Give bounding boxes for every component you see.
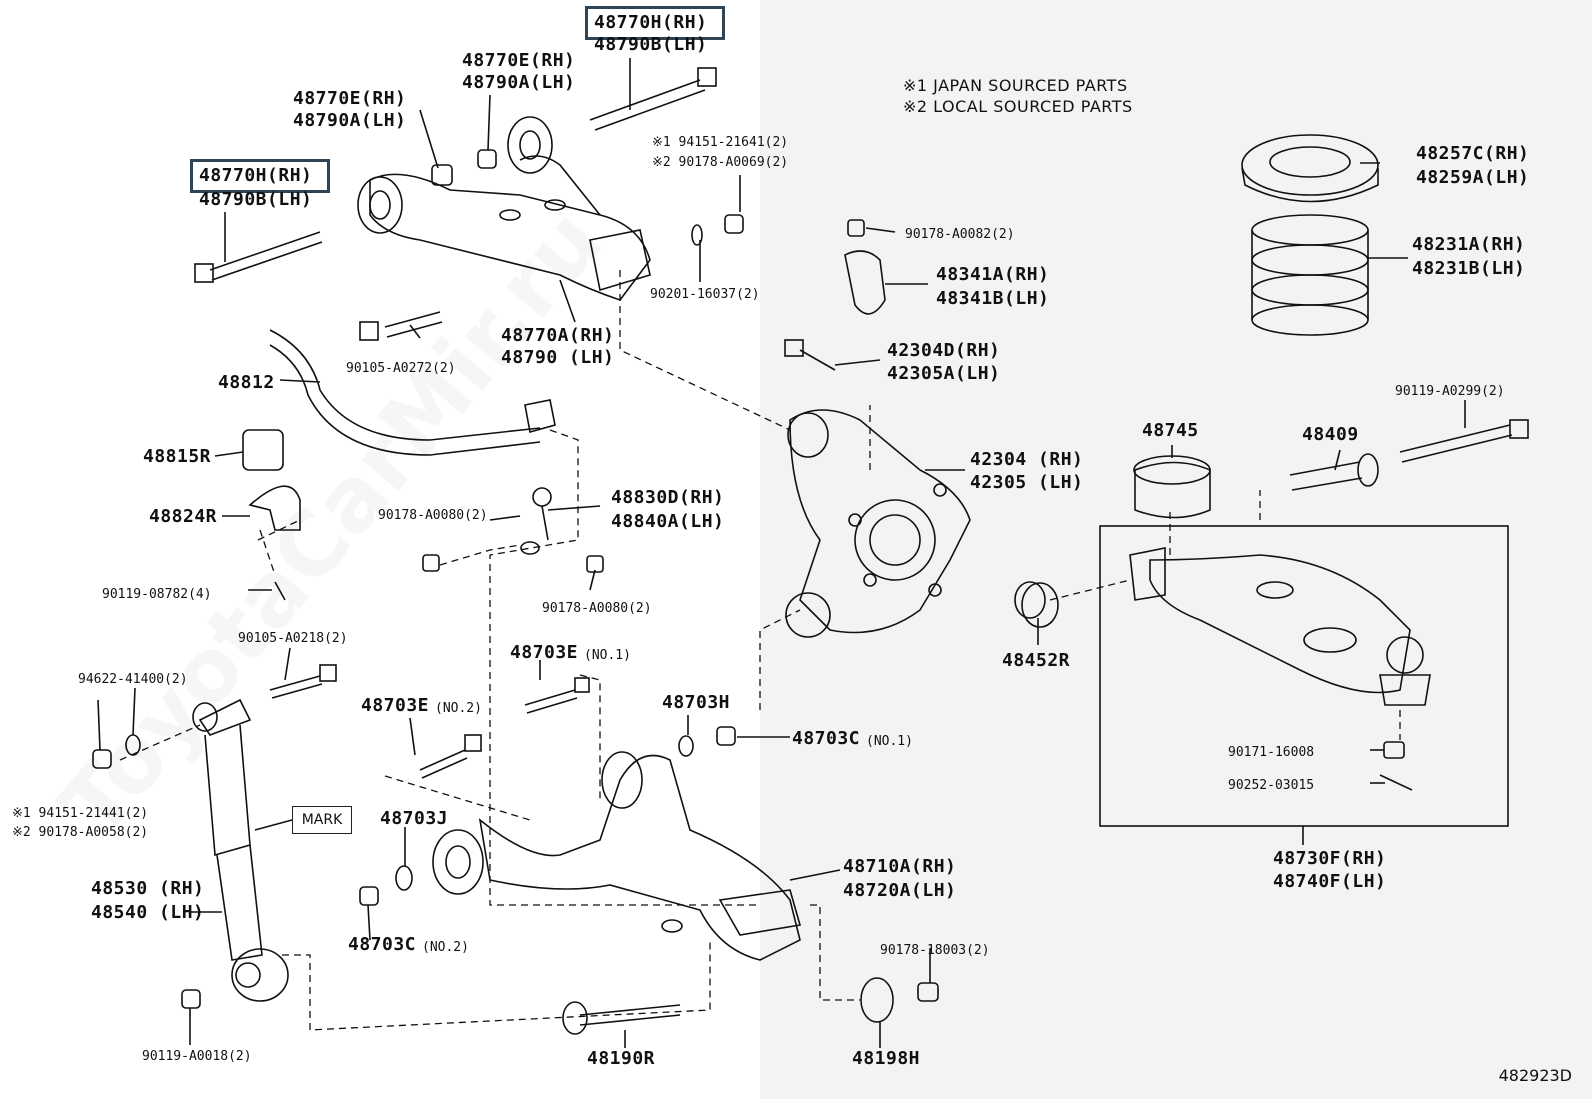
part-label-90105-a0218[interactable]: 90105-A0218(2) <box>238 631 348 646</box>
part-label-94622-41400[interactable]: 94622-41400(2) <box>78 672 188 687</box>
mark-callout: MARK <box>292 806 352 834</box>
part-label-48703h[interactable]: 48703H <box>662 692 731 713</box>
part-label-90178-a0082[interactable]: 90178-A0082(2) <box>905 227 1015 242</box>
part-label-90252-03015[interactable]: 90252-03015 <box>1228 778 1315 793</box>
note-local-sourced: ※2 LOCAL SOURCED PARTS <box>903 97 1133 116</box>
lower-arm-drawing <box>1014 455 1509 827</box>
part-label-48730f[interactable]: 48730F(RH) <box>1273 848 1387 869</box>
part-label-48770h-left[interactable]: 48770H(RH) <box>199 165 313 186</box>
part-label-48770a[interactable]: 48770A(RH) <box>501 325 615 346</box>
leader-lines <box>97 58 1466 1048</box>
nut-drawings <box>92 149 1413 1009</box>
part-label-90178-a0069[interactable]: ※2 90178-A0069(2) <box>652 155 789 170</box>
part-label-90119-a0299[interactable]: 90119-A0299(2) <box>1395 384 1505 399</box>
bolt-drawings-upper <box>194 67 1529 1035</box>
part-label-48770h-top[interactable]: 48770H(RH) <box>594 12 708 33</box>
part-label-48720a[interactable]: 48720A(LH) <box>843 880 957 901</box>
part-label-48198h[interactable]: 48198H <box>852 1048 921 1069</box>
part-label-48257c[interactable]: 48257C(RH) <box>1416 143 1530 164</box>
dashed-guides <box>119 270 1401 1031</box>
highlight-box-top <box>585 6 725 40</box>
part-label-48190r[interactable]: 48190R <box>587 1048 656 1069</box>
part-label-48840a[interactable]: 48840A(LH) <box>611 511 725 532</box>
part-label-48341a[interactable]: 48341A(RH) <box>936 264 1050 285</box>
part-label-94151-21641[interactable]: ※1 94151-21641(2) <box>652 135 789 150</box>
part-label-48815r[interactable]: 48815R <box>143 446 212 467</box>
part-label-90105-a0272[interactable]: 90105-A0272(2) <box>346 361 456 376</box>
part-label-42304[interactable]: 42304 (RH) <box>970 449 1084 470</box>
part-label-90171-16008[interactable]: 90171-16008 <box>1228 745 1315 760</box>
part-label-48703c-no2-sub: (NO.2) <box>422 940 469 955</box>
part-label-48703j[interactable]: 48703J <box>380 808 449 829</box>
upper-arm-drawing <box>357 116 651 301</box>
part-label-48703c-no1-sub: (NO.1) <box>866 734 913 749</box>
part-label-42305[interactable]: 42305 (LH) <box>970 472 1084 493</box>
part-label-48790b-top[interactable]: 48790B(LH) <box>594 34 708 55</box>
note-japan-sourced: ※1 JAPAN SOURCED PARTS <box>903 76 1128 95</box>
part-label-90178-a0080-b[interactable]: 90178-A0080(2) <box>542 601 652 616</box>
part-label-48830d[interactable]: 48830D(RH) <box>611 487 725 508</box>
part-label-48231b[interactable]: 48231B(LH) <box>1412 258 1526 279</box>
knuckle-drawing <box>785 250 971 638</box>
diagram-code: 482923D <box>1498 1066 1572 1085</box>
part-label-48770e-a[interactable]: 48770E(RH) <box>462 50 576 71</box>
part-label-48703e-no2-sub: (NO.2) <box>435 701 482 716</box>
part-label-48259a[interactable]: 48259A(LH) <box>1416 167 1530 188</box>
part-label-90119-08782[interactable]: 90119-08782(4) <box>102 587 212 602</box>
part-label-48703e-no2[interactable]: 48703E <box>361 695 430 716</box>
part-label-90201-16037[interactable]: 90201-16037(2) <box>650 287 760 302</box>
part-label-48770e-b[interactable]: 48770E(RH) <box>293 88 407 109</box>
part-label-90119-a0018[interactable]: 90119-A0018(2) <box>142 1049 252 1064</box>
part-label-48790[interactable]: 48790 (LH) <box>501 347 615 368</box>
part-label-48790a-a[interactable]: 48790A(LH) <box>462 72 576 93</box>
stabilizer-drawing <box>242 329 556 601</box>
part-label-48530[interactable]: 48530 (RH) <box>91 878 205 899</box>
spring-drawing <box>1241 134 1379 336</box>
part-label-48790a-b[interactable]: 48790A(LH) <box>293 110 407 131</box>
part-label-48703e-no1[interactable]: 48703E <box>510 642 579 663</box>
part-label-42305a[interactable]: 42305A(LH) <box>887 363 1001 384</box>
highlight-box-left <box>190 159 330 193</box>
part-label-48790b-left[interactable]: 48790B(LH) <box>199 189 313 210</box>
part-label-48540[interactable]: 48540 (LH) <box>91 902 205 923</box>
lower-control-arm-drawing <box>432 751 894 1023</box>
part-label-48341b[interactable]: 48341B(LH) <box>936 288 1050 309</box>
part-label-48409[interactable]: 48409 <box>1302 424 1359 445</box>
shock-absorber-drawing <box>192 698 289 1002</box>
part-label-48812[interactable]: 48812 <box>218 372 275 393</box>
part-label-94151-21441[interactable]: ※1 94151-21441(2) <box>12 806 149 821</box>
part-label-90178-a0058[interactable]: ※2 90178-A0058(2) <box>12 825 149 840</box>
part-label-90178-18003[interactable]: 90178-18003(2) <box>880 943 990 958</box>
part-label-48740f[interactable]: 48740F(LH) <box>1273 871 1387 892</box>
part-label-48231a[interactable]: 48231A(RH) <box>1412 234 1526 255</box>
part-label-42304d[interactable]: 42304D(RH) <box>887 340 1001 361</box>
part-label-48710a[interactable]: 48710A(RH) <box>843 856 957 877</box>
part-label-48745[interactable]: 48745 <box>1142 420 1199 441</box>
shaded-region <box>760 0 1592 1099</box>
part-label-90178-a0080-a[interactable]: 90178-A0080(2) <box>378 508 488 523</box>
part-label-48703c-no2[interactable]: 48703C <box>348 934 417 955</box>
part-label-48703e-no1-sub: (NO.1) <box>584 648 631 663</box>
part-label-48703c-no1[interactable]: 48703C <box>792 728 861 749</box>
part-label-48824r[interactable]: 48824R <box>149 506 218 527</box>
part-label-48452r[interactable]: 48452R <box>1002 650 1071 671</box>
